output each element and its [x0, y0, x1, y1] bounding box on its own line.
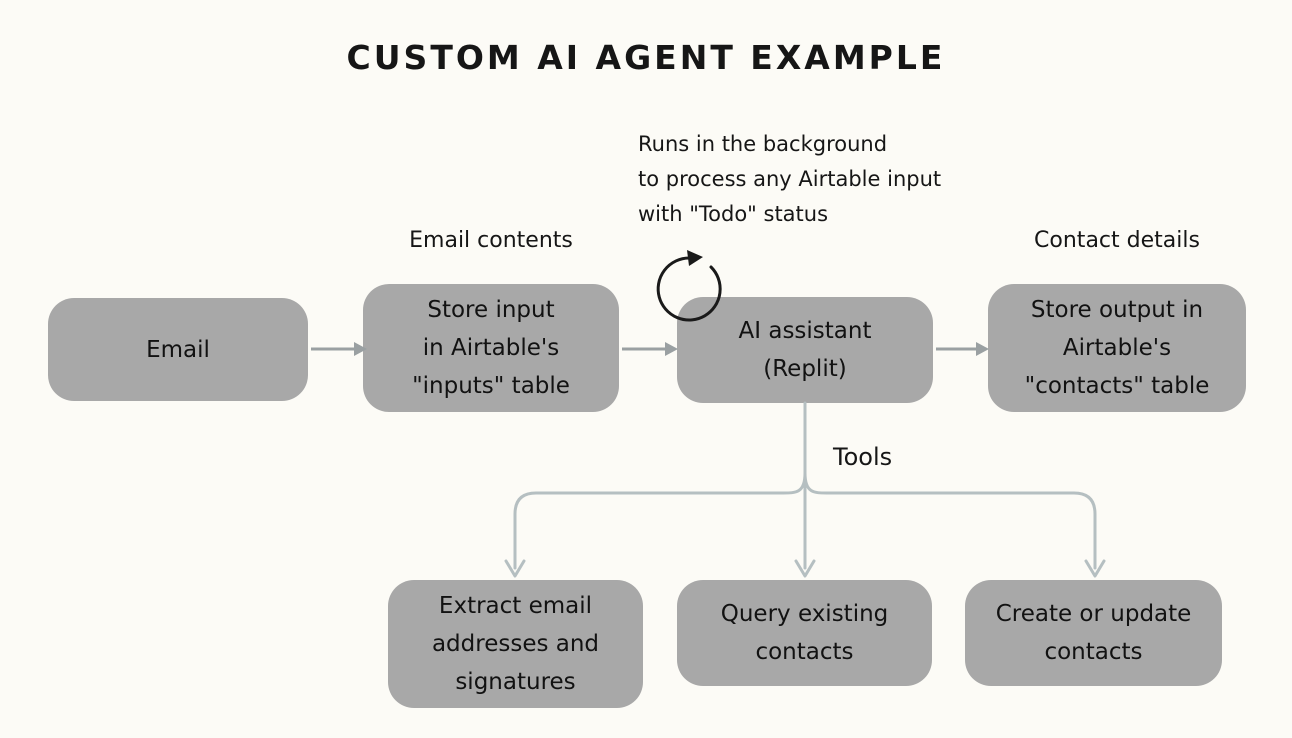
branch-right — [803, 471, 1097, 570]
connector-tools-branch — [504, 401, 1106, 578]
arrowhead-middle — [794, 559, 816, 578]
node-tool-extract-email: Extract email addresses and signatures — [388, 580, 643, 708]
node-store-output-airtable: Store output in Airtable's "contacts" ta… — [988, 284, 1246, 412]
arrowhead-right — [1084, 559, 1106, 578]
node-ai-assistant-replit: AI assistant (Replit) — [677, 297, 933, 403]
arrow-email-to-store-input — [311, 342, 367, 356]
label-email-contents: Email contents — [409, 228, 573, 253]
node-tool-create-update-contacts: Create or update contacts — [965, 580, 1222, 686]
node-tool-query-contacts: Query existing contacts — [677, 580, 932, 686]
arrow-store-input-to-ai-assistant — [622, 342, 678, 356]
node-store-input-airtable: Store input in Airtable's "inputs" table — [363, 284, 619, 412]
arrowhead-left — [504, 559, 526, 578]
background-process-note: Runs in the background to process any Ai… — [638, 132, 942, 226]
label-tools: Tools — [833, 443, 893, 471]
diagram-title: CUSTOM AI AGENT EXAMPLE — [346, 38, 946, 77]
node-email: Email — [48, 298, 308, 401]
label-contact-details: Contact details — [1034, 228, 1200, 253]
arrow-ai-assistant-to-store-output — [936, 342, 989, 356]
branch-left — [513, 471, 807, 570]
